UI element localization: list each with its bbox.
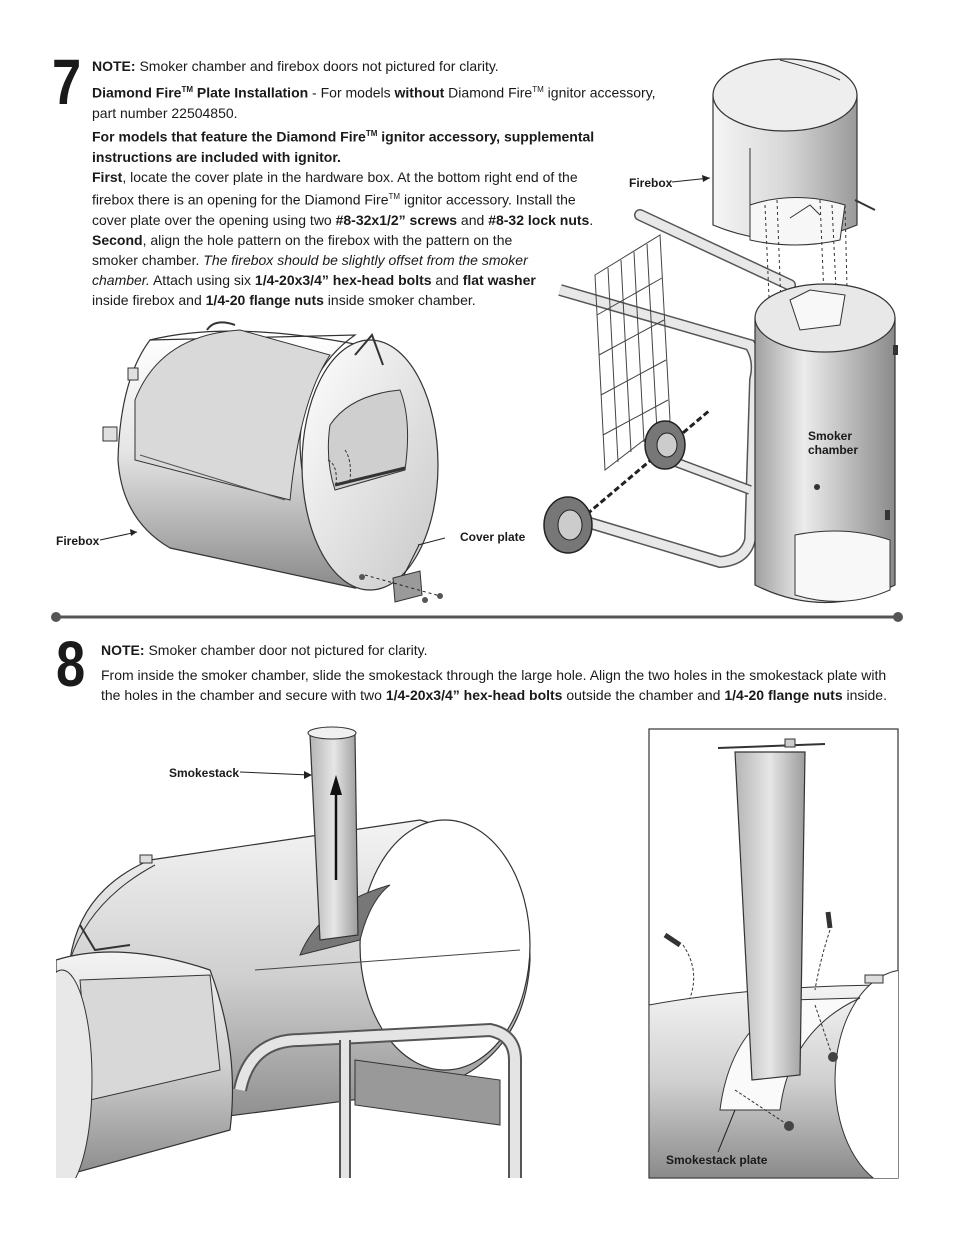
section-divider bbox=[51, 612, 903, 622]
firebox-label-right: Firebox bbox=[629, 176, 673, 190]
step-7-ignitor-paragraph: For models that feature the Diamond Fire… bbox=[92, 128, 595, 165]
step-7-first-paragraph: First, locate the cover plate in the har… bbox=[92, 169, 594, 228]
smokestack-plate-label: Smokestack plate bbox=[666, 1153, 768, 1167]
step-7-number: 7 bbox=[52, 46, 81, 118]
firebox-label-left: Firebox bbox=[56, 534, 100, 548]
step-8-number: 8 bbox=[56, 628, 85, 700]
step-7-second-paragraph: Second, align the hole pattern on the fi… bbox=[92, 232, 536, 308]
step-8-note: NOTE: Smoker chamber door not pictured f… bbox=[101, 642, 428, 658]
step-7-firebox-illustration bbox=[99, 58, 898, 603]
cover-plate-label: Cover plate bbox=[460, 530, 526, 544]
smokestack-label: Smokestack bbox=[169, 766, 240, 780]
step-7-diamond-fire-paragraph: Diamond FireTM Plate Installation - For … bbox=[92, 84, 656, 121]
step-8-instructions: From inside the smoker chamber, slide th… bbox=[101, 667, 887, 703]
step-7-note: NOTE: Smoker chamber and firebox doors n… bbox=[92, 58, 499, 74]
